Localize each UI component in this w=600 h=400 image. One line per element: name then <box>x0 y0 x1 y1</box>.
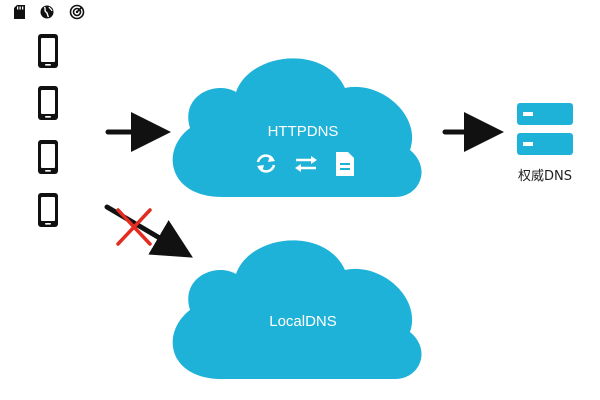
cloud-shape <box>172 58 422 198</box>
arrow-to-localdns <box>104 204 193 258</box>
document-icon <box>336 152 354 176</box>
device-column <box>38 34 58 227</box>
authoritative-dns-label: 权威DNS <box>518 168 572 184</box>
smartphone-icon <box>38 34 58 68</box>
blocked-x-icon <box>116 208 152 246</box>
authoritative-dns: 权威DNS <box>517 103 573 184</box>
localdns-label: LocalDNS <box>269 313 337 330</box>
localdns-cloud: LocalDNS <box>172 240 422 379</box>
sync-icon <box>256 154 276 173</box>
httpdns-label: HTTPDNS <box>268 123 339 140</box>
smartphone-icon <box>38 86 58 120</box>
smartphone-icon <box>38 140 58 174</box>
status-bar <box>14 4 85 20</box>
sd-card-icon <box>14 5 25 19</box>
globe-icon <box>40 5 54 19</box>
radar-icon <box>69 4 85 20</box>
swap-arrows-icon <box>295 156 317 172</box>
smartphone-icon <box>38 193 58 227</box>
cloud-shape <box>172 240 422 379</box>
server-icon <box>517 103 573 155</box>
httpdns-cloud: HTTPDNS <box>172 58 422 198</box>
